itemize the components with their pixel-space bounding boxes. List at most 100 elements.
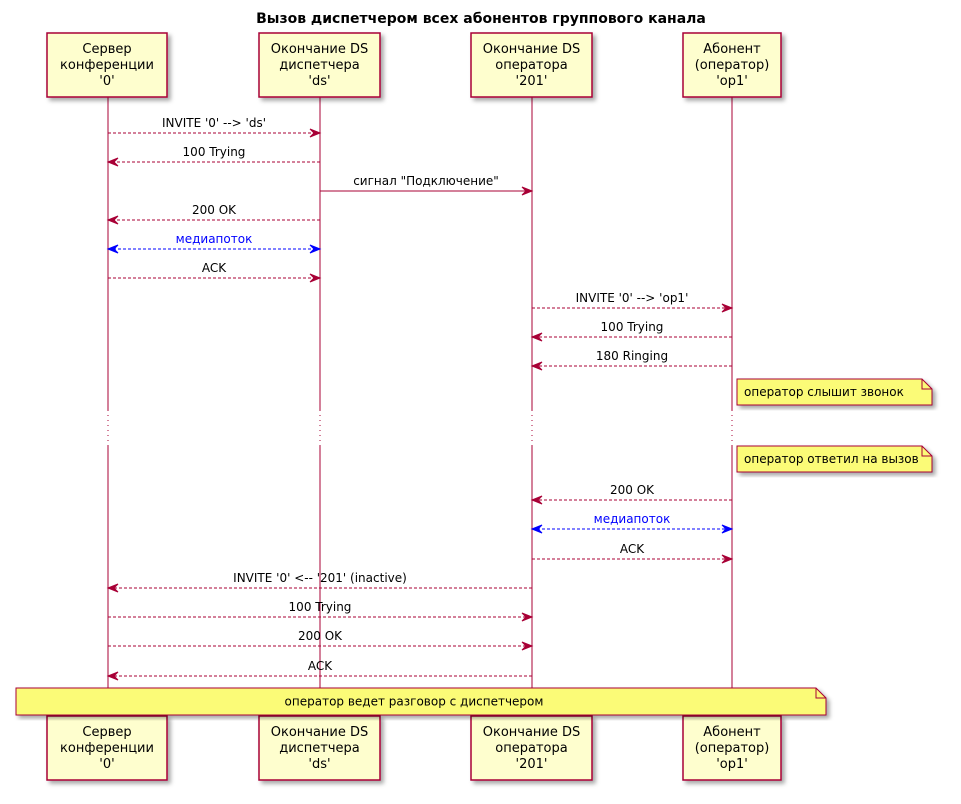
participant-box bbox=[258, 715, 381, 781]
message: 200 OK bbox=[108, 629, 534, 651]
note-box bbox=[736, 445, 933, 473]
participant-label: Окончание DS bbox=[483, 725, 581, 740]
arrow-head bbox=[106, 157, 119, 167]
participant-label: 'ds' bbox=[308, 74, 330, 89]
arrow-head bbox=[106, 244, 119, 254]
message-label: ACK bbox=[308, 659, 333, 673]
participant-label: (оператор) bbox=[695, 58, 770, 73]
note-fold bbox=[921, 446, 932, 457]
arrow-head bbox=[309, 244, 322, 254]
participant-label: 'ds' bbox=[308, 757, 330, 772]
message: INVITE '0' <-- '201' (inactive) bbox=[106, 571, 532, 593]
participant-op1-top: Абонент(оператор)'op1' bbox=[682, 32, 782, 98]
message: 200 OK bbox=[530, 483, 732, 505]
arrow-head bbox=[530, 361, 543, 371]
message: медиапоток bbox=[106, 232, 322, 254]
participant-box bbox=[470, 32, 593, 98]
participant-box bbox=[682, 715, 782, 781]
participant-label: Сервер bbox=[82, 42, 131, 57]
arrow-head bbox=[721, 554, 734, 564]
participant-box bbox=[258, 32, 381, 98]
participant-box bbox=[46, 715, 168, 781]
note-text: оператор ведет разговор с диспетчером bbox=[285, 695, 544, 709]
message-label: 100 Trying bbox=[601, 320, 664, 334]
arrow-head bbox=[106, 671, 119, 681]
message-label: 100 Trying bbox=[183, 145, 246, 159]
message: медиапоток bbox=[530, 512, 734, 534]
note: оператор ответил на вызов bbox=[736, 445, 933, 473]
note-text: оператор ответил на вызов bbox=[744, 452, 919, 466]
message: сигнал "Подключение" bbox=[320, 174, 534, 196]
arrow-head bbox=[106, 215, 119, 225]
participant-op1-bottom: Абонент(оператор)'op1' bbox=[682, 715, 782, 781]
participant-label: 'op1' bbox=[716, 74, 748, 89]
arrow-head bbox=[530, 495, 543, 505]
participant-label: диспетчера bbox=[279, 58, 360, 73]
note-box bbox=[736, 378, 933, 406]
message: ACK bbox=[532, 542, 734, 564]
message-label: 100 Trying bbox=[289, 600, 352, 614]
participant-box bbox=[46, 32, 168, 98]
participant-label: Окончание DS bbox=[271, 42, 369, 57]
participant-label: Окончание DS bbox=[483, 42, 581, 57]
message-label: 200 OK bbox=[610, 483, 655, 497]
participant-box bbox=[470, 715, 593, 781]
arrow-head bbox=[521, 612, 534, 622]
note: оператор слышит звонок bbox=[736, 378, 933, 406]
message: ACK bbox=[108, 261, 322, 283]
participant-label: оператора bbox=[495, 58, 567, 73]
participant-label: Сервер bbox=[82, 725, 131, 740]
participant-label: Абонент bbox=[703, 725, 761, 740]
message-label: 200 OK bbox=[192, 203, 237, 217]
note-fold bbox=[815, 688, 826, 699]
message: INVITE '0' --> 'ds' bbox=[108, 116, 322, 138]
participant-label: Окончание DS bbox=[271, 725, 369, 740]
arrow-head bbox=[530, 524, 543, 534]
message-label: медиапоток bbox=[594, 512, 671, 526]
message: 100 Trying bbox=[530, 320, 732, 342]
participant-label: '0' bbox=[99, 74, 114, 89]
participant-box bbox=[682, 32, 782, 98]
message-label: ACK bbox=[202, 261, 227, 275]
diagram-title: Вызов диспетчером всех абонентов группов… bbox=[256, 11, 706, 27]
participant-label: Абонент bbox=[703, 42, 761, 57]
arrow-head bbox=[106, 583, 119, 593]
note-fold bbox=[921, 379, 932, 390]
message-label: INVITE '0' --> 'ds' bbox=[162, 116, 266, 130]
arrow-head bbox=[530, 332, 543, 342]
participant-label: диспетчера bbox=[279, 741, 360, 756]
note: оператор ведет разговор с диспетчером bbox=[15, 687, 827, 716]
message: INVITE '0' --> 'op1' bbox=[532, 291, 734, 313]
participant-label: '0' bbox=[99, 757, 114, 772]
participant-label: '201' bbox=[516, 74, 548, 89]
note-box bbox=[15, 687, 827, 716]
arrow-head bbox=[521, 186, 534, 196]
message-label: ACK bbox=[620, 542, 645, 556]
message: 200 OK bbox=[106, 203, 320, 225]
message: 100 Trying bbox=[108, 600, 534, 622]
arrow-head bbox=[309, 128, 322, 138]
message-label: медиапоток bbox=[176, 232, 253, 246]
message-label: сигнал "Подключение" bbox=[353, 174, 499, 188]
participant-label: конференции bbox=[60, 741, 154, 756]
arrow-head bbox=[309, 273, 322, 283]
message: ACK bbox=[106, 659, 532, 681]
message: 180 Ringing bbox=[530, 349, 732, 371]
lifelines bbox=[107, 97, 733, 716]
message-label: INVITE '0' <-- '201' (inactive) bbox=[233, 571, 407, 585]
note-text: оператор слышит звонок bbox=[744, 385, 904, 399]
arrow-head bbox=[721, 303, 734, 313]
messages: INVITE '0' --> 'ds' 100 Trying сигнал "Под… bbox=[15, 116, 933, 716]
message: 100 Trying bbox=[106, 145, 320, 167]
participant-label: 'op1' bbox=[716, 757, 748, 772]
message-label: 180 Ringing bbox=[596, 349, 668, 363]
participant-label: оператора bbox=[495, 741, 567, 756]
participant-label: конференции bbox=[60, 58, 154, 73]
